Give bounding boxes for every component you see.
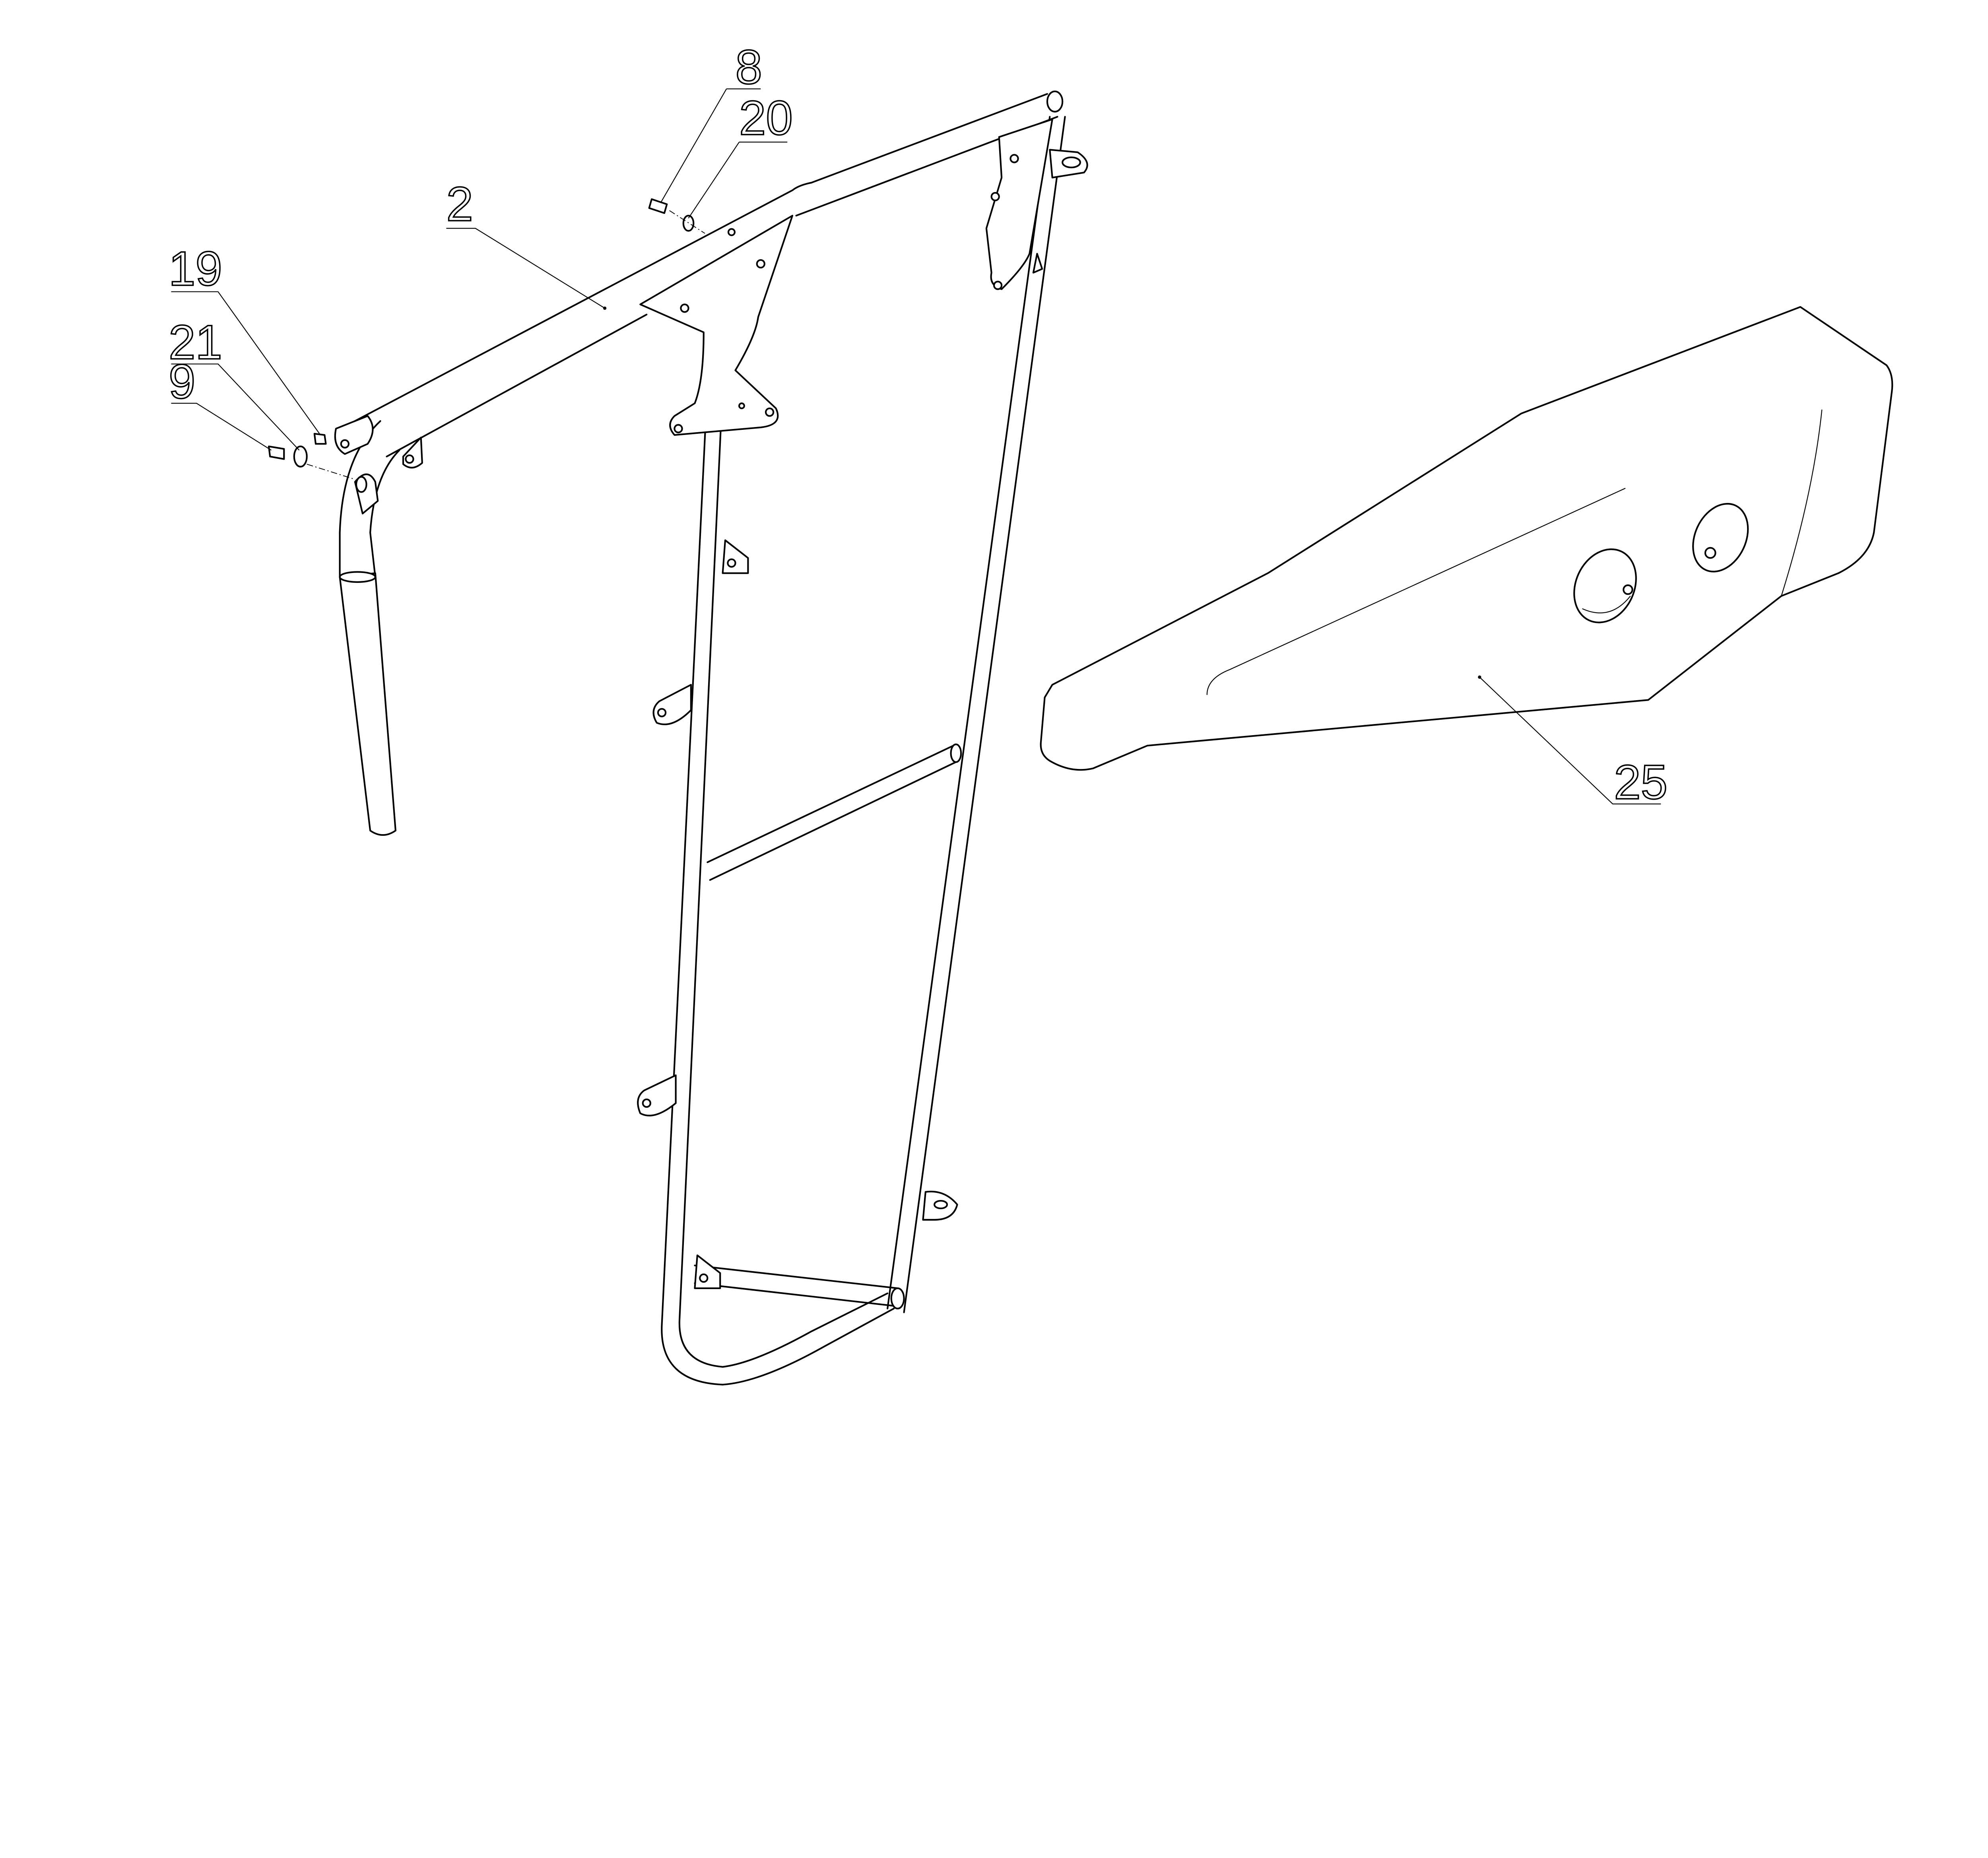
panel-fastener <box>1623 584 1633 595</box>
callout-20: 20 <box>739 91 793 145</box>
callout-21: 21 <box>169 315 222 369</box>
panel-fastener <box>1704 547 1716 559</box>
callout-8: 8 <box>735 40 762 94</box>
panel-hole <box>1573 548 1637 623</box>
callout-25: 25 <box>1614 755 1668 809</box>
callout-19: 19 <box>169 242 222 296</box>
callout-2: 2 <box>446 177 473 231</box>
parts-diagram: 8 20 2 19 21 9 25 <box>168 39 1893 1386</box>
callout-9: 9 <box>169 355 195 409</box>
ladder-frame <box>637 116 1088 1386</box>
fasteners <box>268 198 705 480</box>
callouts: 8 20 2 19 21 9 25 <box>168 39 1668 810</box>
top-bar-part-2 <box>334 90 1064 836</box>
bolt-part-9 <box>268 445 285 460</box>
bolt-part-8 <box>648 198 668 214</box>
washer-part-20 <box>682 215 695 232</box>
nut-part-19 <box>313 433 327 445</box>
cover-panel-part-25 <box>1040 306 1893 771</box>
washer-part-21 <box>293 445 308 468</box>
